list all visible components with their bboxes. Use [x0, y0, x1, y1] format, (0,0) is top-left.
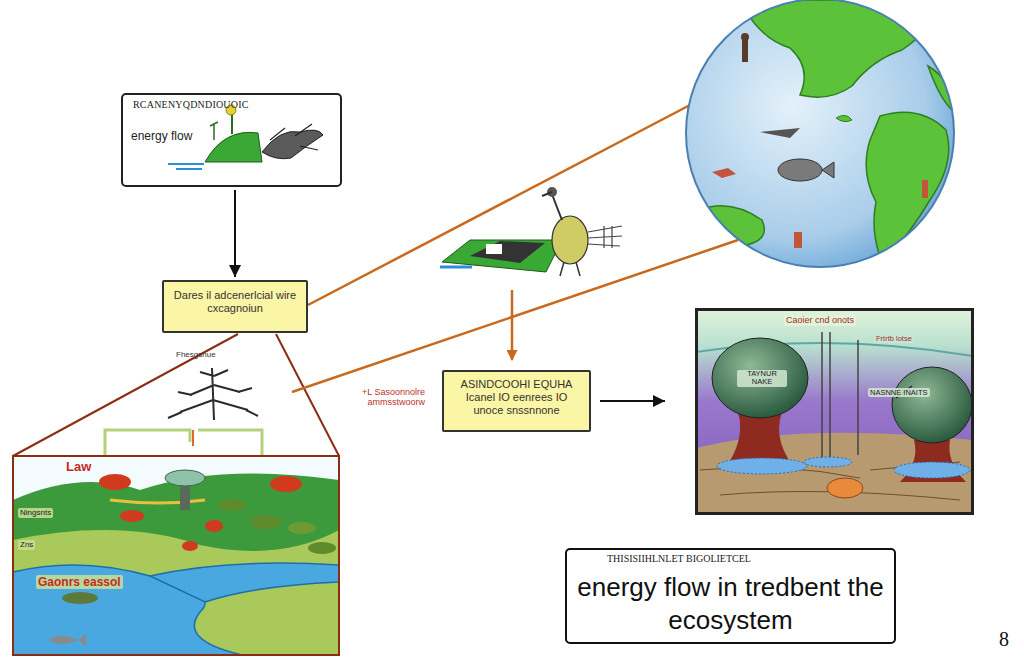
leader-line	[292, 105, 738, 392]
landscape-panel: LawGaonrs eassol	[12, 455, 340, 656]
landscape-scene-part	[13, 456, 339, 655]
tree-figure-part	[105, 430, 190, 456]
landscape-scene-part	[110, 500, 205, 503]
box-illustration-part	[210, 122, 218, 140]
box-illustration-part	[168, 164, 204, 169]
landscape-scene-part	[62, 592, 98, 604]
landscape-scene-part	[165, 470, 205, 486]
process-box: ASINDCOOHI EQUHA Icanel IO eenrees IO un…	[442, 370, 591, 432]
bird-figure	[440, 187, 622, 360]
panel-scene	[696, 309, 973, 514]
map-label: Ningsnts	[18, 508, 53, 518]
node-text: energy flow	[131, 129, 192, 143]
tree-figure-part	[192, 430, 194, 446]
tree-figure	[105, 368, 262, 456]
bird-figure-part	[486, 244, 502, 254]
zoom-bracket-part	[276, 334, 339, 456]
panel-scene-part	[717, 458, 807, 474]
panel-scene-part	[804, 457, 852, 467]
landscape-scene-part	[13, 473, 339, 655]
node-heading: THISISIIHLNLET BIGOLIETCEL	[607, 553, 751, 565]
globe-part-part	[700, 206, 764, 246]
bird-figure-part	[552, 194, 562, 220]
landscape-scene-part	[250, 515, 282, 529]
flow-arrow	[600, 400, 665, 402]
tree-figure-part	[168, 368, 258, 420]
process-box: RCANENYQDNDIOUOIC energy flow	[121, 93, 342, 187]
panel-scene-part	[827, 478, 863, 498]
bird-figure-part	[440, 266, 472, 269]
caption-box: THISISIIHLNLET BIGOLIETCEL energy flow in…	[565, 548, 896, 644]
bird-figure-part	[470, 241, 545, 263]
node-text: Gaonrs eassol	[36, 575, 123, 589]
map-label: Zns	[18, 540, 35, 550]
scene-label: Frtrtb lotse	[874, 334, 914, 343]
globe-figure-part	[778, 159, 822, 181]
bird-figure-part	[552, 216, 588, 264]
globe-figure-part	[922, 180, 928, 198]
figure-label: Fhesgsnue	[176, 350, 216, 360]
panel-scene-part	[894, 462, 970, 478]
box-illustration-part	[231, 114, 233, 134]
panel-scene-part	[712, 338, 808, 418]
bird-figure-part	[511, 290, 514, 360]
box-illustration-part	[262, 130, 323, 159]
globe-part	[686, 0, 954, 267]
bird-figure-part	[588, 226, 622, 248]
globe-part	[686, 0, 954, 267]
globe-part-part	[740, 0, 945, 97]
note-text: +L Sasoonnolre ammsstwoorw	[330, 387, 425, 408]
globe-figure-part	[712, 168, 736, 178]
landscape-scene-part	[205, 520, 223, 532]
scene-label: TAYNUR NAKE	[737, 370, 787, 387]
globe	[686, 0, 954, 267]
landscape-scene-part	[288, 522, 316, 534]
box-illustration-part	[270, 124, 318, 150]
panel-scene-part	[892, 367, 972, 443]
globe-figure-part	[794, 232, 802, 248]
page-number: 8	[999, 627, 1009, 651]
panel-scene-part	[696, 309, 973, 514]
globe-figure-part	[742, 40, 748, 62]
bird-figure-part	[560, 262, 580, 276]
node-heading: RCANENYQDNDIOUOIC	[133, 99, 249, 111]
panel-scene-part	[822, 332, 858, 458]
globe-figure-part	[760, 128, 800, 138]
scene-panel: Caoier cnd onots	[695, 308, 974, 515]
zoom-bracket	[13, 334, 339, 456]
node-text: ASINDCOOHI EQUHA Icanel IO eenrees IO un…	[450, 378, 583, 418]
landscape-scene-part	[99, 474, 131, 490]
globe-figure	[712, 33, 928, 248]
node-text: Dares il adcenerlcial wire cxcagnoiun	[170, 289, 300, 315]
node-text: energy flow in tredbent the ecosystem	[575, 571, 886, 636]
landscape-scene-part	[270, 476, 302, 492]
globe-part-part	[836, 115, 852, 121]
landscape-scene-part	[13, 530, 339, 655]
landscape-scene	[13, 456, 339, 655]
flow-arrow	[234, 190, 236, 277]
process-box: Dares il adcenerlcial wire cxcagnoiun	[162, 280, 308, 333]
landscape-scene-part	[150, 563, 339, 602]
zoom-bracket-part	[13, 334, 238, 456]
node-heading: Law	[64, 459, 93, 475]
tree-figure-part	[198, 430, 262, 456]
landscape-scene-part	[48, 634, 86, 646]
bird-figure-part	[542, 192, 552, 196]
scene-label: NASNNE INAITS	[868, 388, 930, 397]
landscape-scene-part	[308, 542, 336, 554]
globe-part-part	[866, 112, 949, 262]
landscape-scene-part	[120, 510, 144, 522]
landscape-scene-part	[182, 541, 198, 551]
globe-figure-part	[741, 33, 749, 41]
globe-figure-part	[822, 162, 834, 178]
node-text: Caoier cnd onots	[784, 315, 856, 326]
landscape-scene-part	[218, 499, 246, 511]
